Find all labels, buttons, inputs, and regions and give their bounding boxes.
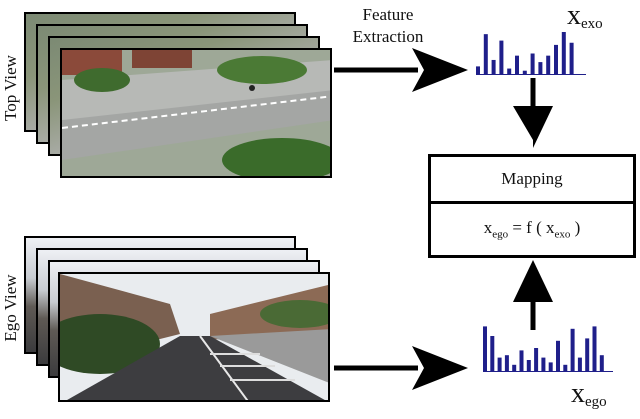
ego-histogram-bar	[526, 360, 531, 372]
exo-histogram-bar	[507, 68, 512, 75]
exo-histogram-bar	[522, 70, 527, 75]
top-view-frame-front	[60, 48, 332, 178]
exo-histogram	[476, 32, 586, 75]
x-ego-sub: ego	[585, 394, 607, 410]
ego-histogram-bar	[541, 357, 546, 372]
formula-sub-exo: exo	[554, 228, 571, 241]
feature-extraction-label: Feature Extraction	[340, 4, 436, 48]
ego-view-frame-front	[58, 272, 330, 402]
ego-histogram-bar	[519, 350, 524, 372]
ego-histogram-bar	[504, 355, 509, 372]
ego-histogram-bar	[497, 357, 502, 372]
mapping-formula: xego = f ( xexo )	[431, 204, 633, 255]
x-exo-sub: exo	[581, 16, 603, 32]
x-exo-main: x	[567, 0, 581, 31]
exo-histogram-bar	[569, 42, 574, 75]
formula-sub-ego: ego	[492, 228, 509, 241]
ego-histogram-bar	[490, 336, 495, 372]
ego-histogram	[483, 326, 613, 372]
ego-histogram-bar	[563, 364, 568, 372]
exo-histogram-bar	[554, 44, 558, 75]
feature-extraction-line1: Feature	[362, 5, 414, 24]
exo-histogram-bar	[499, 40, 504, 75]
ego-histogram-bar	[577, 357, 582, 372]
ego-histogram-bar	[548, 362, 553, 372]
ego-histogram-bar	[570, 328, 575, 372]
ego-histogram-bar	[534, 348, 539, 372]
formula-eq: = f ( x	[508, 218, 555, 238]
formula-x: x	[483, 218, 493, 238]
mapping-box-header: Mapping	[431, 157, 633, 204]
x-ego-main: x	[571, 378, 585, 409]
bottom-feature-arrow-head	[412, 346, 468, 390]
ego-histogram-bar	[556, 340, 560, 372]
feature-extraction-line2: Extraction	[352, 27, 424, 46]
ego-view-scene	[60, 274, 328, 400]
exo-histogram-bar	[476, 66, 480, 75]
exo-histogram-bar	[483, 34, 488, 75]
ego-histogram-bar	[592, 326, 597, 372]
exo-histogram-bar	[530, 53, 535, 75]
top-view-scene	[62, 50, 330, 176]
exo-histogram-bar	[515, 55, 519, 75]
exo-histogram-bar	[546, 55, 551, 75]
ego-histogram-bar	[483, 326, 487, 372]
x-ego-label: xego	[571, 378, 607, 411]
exo-to-mapping-arrow-head	[513, 106, 553, 148]
exo-histogram-bar	[538, 62, 543, 75]
x-exo-label: xexo	[567, 0, 603, 33]
top-feature-arrow-head	[412, 48, 468, 92]
ego-histogram-bar	[512, 364, 517, 372]
exo-histogram-bar	[491, 59, 496, 75]
ego-histogram-bar	[599, 355, 604, 372]
mapping-box: Mapping xego = f ( xexo )	[428, 154, 636, 258]
ego-to-mapping-arrow-head	[513, 260, 553, 302]
mapping-title: Mapping	[501, 169, 563, 188]
ego-histogram-bar	[585, 338, 590, 372]
formula-close: )	[570, 218, 581, 238]
formula-text: xego = f ( xexo )	[484, 218, 581, 240]
exo-histogram-bar	[561, 32, 566, 75]
